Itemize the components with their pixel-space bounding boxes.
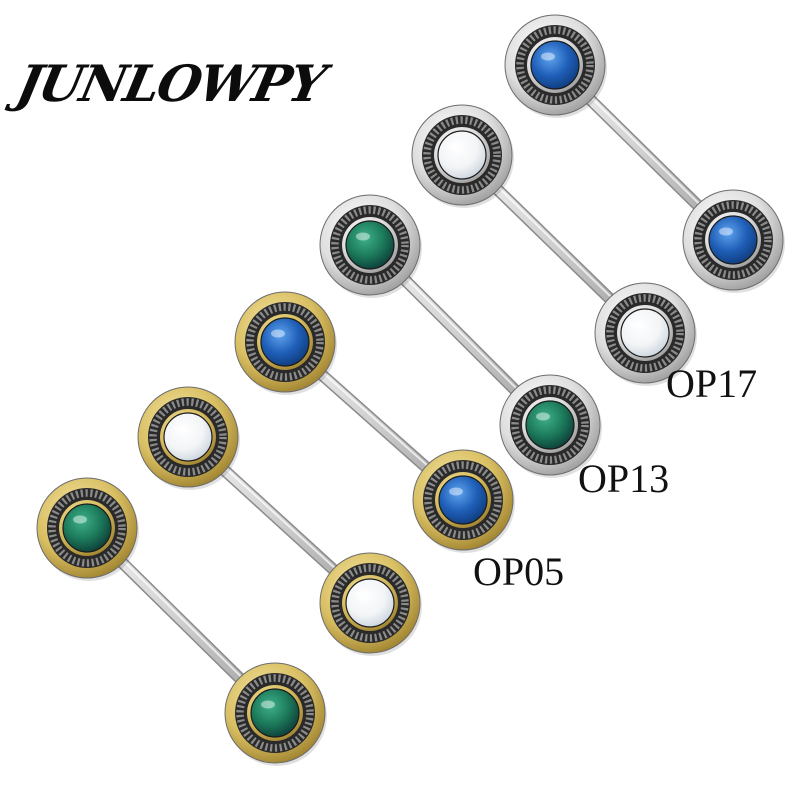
barbell-3 [234,291,515,553]
barbell-ball-bottom [319,552,422,656]
barbell-5 [411,104,697,386]
barbell-ball-bottom [412,449,515,553]
barbell-1 [36,477,327,766]
barbell-ball-bottom [682,189,785,293]
product-code-op05: OP05 [473,549,565,594]
barbell-ball-top [36,477,139,581]
product-code-op17: OP17 [666,361,758,406]
barbell-ball-top [137,386,240,490]
product-code-op13: OP13 [578,456,670,501]
barbell-ball-bottom [594,282,697,386]
barbell-4 [319,194,602,478]
barbell-2 [137,386,422,656]
barbell-ball-top [411,104,514,208]
barbell-ball-top [319,194,422,298]
barbell-ball-top [504,14,607,118]
barbell-ball-top [234,291,337,395]
brand-logo: JUNLOWPY [11,54,330,113]
barbell-ball-bottom [499,374,602,478]
barbell-ball-bottom [224,662,327,766]
barbell-6 [504,14,785,293]
